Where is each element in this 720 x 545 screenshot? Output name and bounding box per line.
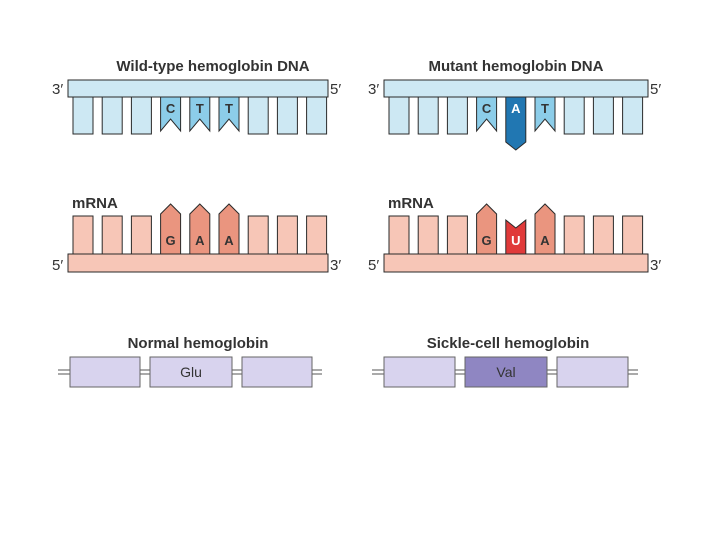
mrna-codon-base — [218, 203, 240, 255]
dna-base-label: C — [482, 101, 492, 116]
mrna-codon-base — [534, 203, 556, 255]
dna-base — [130, 96, 152, 135]
dna-codon-base — [189, 96, 211, 133]
mrna-backbone — [383, 253, 649, 273]
mrna-backbone — [67, 253, 329, 273]
mrna-base — [276, 215, 298, 255]
dna-base — [276, 96, 298, 135]
mutant-dna-left-end: 3′ — [368, 81, 379, 98]
dna-base — [592, 96, 614, 135]
amino-acid-chain-segment — [383, 356, 456, 388]
amino-acid-chain-segment — [69, 356, 141, 388]
sickle-cell-hemoglobin-title: Sickle-cell hemoglobin — [427, 335, 590, 352]
dna-base-label: T — [541, 101, 549, 116]
mrna-base — [130, 215, 152, 255]
mrna-base-label: U — [511, 233, 520, 248]
dna-base — [446, 96, 468, 135]
dna-base-label: T — [196, 101, 204, 116]
mrna-base — [563, 215, 585, 255]
mutant-mrna-title: mRNA — [388, 195, 434, 212]
dna-backbone — [67, 79, 329, 98]
dna-codon-base — [218, 96, 240, 133]
mutant-mrna-right-end: 3′ — [650, 257, 661, 274]
mutant-dna-title: Mutant hemoglobin DNA — [429, 58, 604, 75]
dna-base — [417, 96, 439, 135]
normal-hemoglobin-chain: Glu — [58, 356, 322, 388]
dna-base — [101, 96, 123, 135]
dna-base — [247, 96, 269, 135]
wild-dna-left-end: 3′ — [52, 81, 63, 98]
wild-mrna-title: mRNA — [72, 195, 118, 212]
dna-base — [388, 96, 410, 135]
dna-base — [72, 96, 94, 135]
mrna-codon-base — [160, 203, 182, 255]
mrna-base — [388, 215, 410, 255]
mrna-base-label: G — [482, 233, 492, 248]
dna-codon-base — [476, 96, 498, 133]
mutant-mrna-base — [505, 218, 527, 255]
dna-base — [622, 96, 644, 135]
amino-acid-chain-segment — [556, 356, 629, 388]
mrna-base — [247, 215, 269, 255]
amino-acid-label: Glu — [180, 364, 202, 380]
wild-mrna-right-end: 3′ — [330, 257, 341, 274]
mrna-base-label: G — [166, 233, 176, 248]
dna-base-label: A — [511, 101, 521, 116]
wild-type-dna-title: Wild-type hemoglobin DNA — [116, 58, 309, 75]
dna-codon-base — [160, 96, 182, 133]
dna-backbone — [383, 79, 649, 98]
mrna-codon-base — [476, 203, 498, 255]
wild-mrna-left-end: 5′ — [52, 257, 63, 274]
mutant-dna-right-end: 5′ — [650, 81, 661, 98]
dna-base — [306, 96, 328, 135]
amino-acid-label: Val — [496, 364, 515, 380]
normal-hemoglobin-title: Normal hemoglobin — [128, 335, 269, 352]
amino-acid-residue — [149, 356, 233, 388]
mrna-base-label: A — [224, 233, 234, 248]
dna-codon-base — [534, 96, 556, 133]
mutant-dna-base — [505, 96, 527, 151]
dna-base — [563, 96, 585, 135]
amino-acid-chain-segment — [241, 356, 313, 388]
sickle-cell-hemoglobin-chain: Val — [372, 356, 638, 388]
mrna-base — [446, 215, 468, 255]
dna-base-label: T — [225, 101, 233, 116]
wild-dna-right-end: 5′ — [330, 81, 341, 98]
mrna-base-label: A — [540, 233, 550, 248]
mrna-base — [417, 215, 439, 255]
mrna-base — [72, 215, 94, 255]
dna-base-label: C — [166, 101, 176, 116]
mrna-base — [101, 215, 123, 255]
mrna-codon-base — [189, 203, 211, 255]
mrna-base-label: A — [195, 233, 205, 248]
mrna-base — [306, 215, 328, 255]
mrna-base — [622, 215, 644, 255]
mutant-mrna-left-end: 5′ — [368, 257, 379, 274]
amino-acid-residue — [464, 356, 548, 388]
mrna-base — [592, 215, 614, 255]
